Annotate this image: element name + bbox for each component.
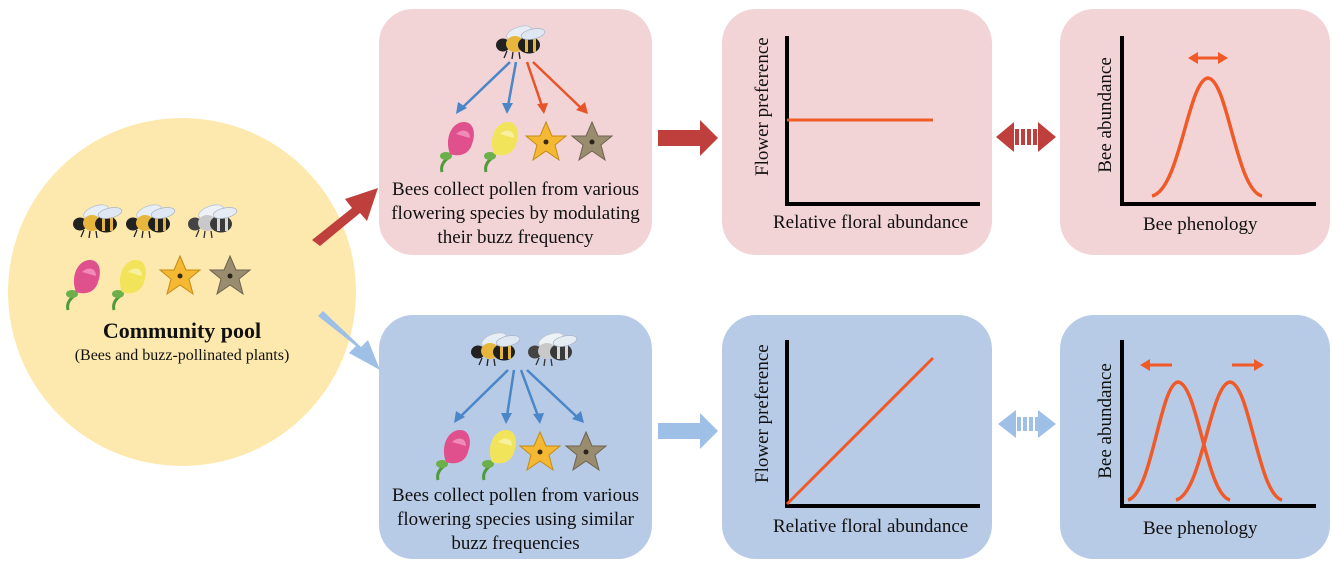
top-phenology-ylabel: Bee abundance (1095, 57, 1116, 173)
community-pool-circle (8, 118, 356, 466)
pink-flower-icon (64, 258, 102, 312)
caption-line: buzz frequencies (451, 533, 580, 554)
brown-star-flower-icon (565, 431, 607, 471)
early-phenology-curve (1127, 380, 1231, 502)
top-preference-panel (722, 9, 992, 255)
pink-flower-icon (434, 428, 472, 482)
top-shift-arrow (1188, 52, 1228, 64)
caption-line: Bees collect pollen from various (392, 179, 639, 200)
yellow-flower-icon (480, 428, 518, 482)
increasing-preference-line (785, 356, 935, 506)
bottom-bee-panel (379, 315, 652, 559)
bottom-preference-xlabel: Relative floral abundance (773, 516, 969, 537)
bottom-phenology-axes (1120, 340, 1316, 508)
pool-title: Community pool (102, 318, 262, 343)
top-phenology-panel (1060, 9, 1330, 255)
late-phenology-curve (1175, 380, 1283, 502)
bottom-double-arrow (998, 410, 1056, 438)
orange-star-flower-icon (525, 121, 567, 161)
yellow-flower-icon (482, 120, 520, 174)
top-caption: Bees collect pollen from various floweri… (379, 178, 652, 250)
arrow-to-bottom-row (318, 311, 380, 370)
top-preference-xlabel: Relative floral abundance (773, 212, 969, 233)
left-shift-arrow (1140, 359, 1172, 371)
orange-star-flower-icon (159, 255, 201, 295)
bottom-connector-arrow (658, 413, 718, 449)
caption-line: their buzz frequency (437, 227, 594, 248)
bottom-caption: Bees collect pollen from various floweri… (379, 484, 652, 556)
bottom-phenology-panel (1060, 315, 1330, 559)
bumblebee-icon (72, 201, 124, 239)
yellow-flower-icon (110, 258, 148, 312)
bumblebee-icon (527, 329, 579, 367)
top-double-arrow (996, 122, 1056, 152)
pool-subtitle: (Bees and buzz-pollinated plants) (74, 347, 290, 364)
top-phenology-xlabel: Bee phenology (1143, 214, 1258, 235)
bottom-phenology-ylabel: Bee abundance (1095, 363, 1116, 479)
top-phenology-axes (1120, 36, 1316, 206)
caption-line: flowering species by modulating (391, 203, 640, 224)
orange-star-flower-icon (519, 431, 561, 471)
bumblebee-icon (495, 22, 547, 60)
top-preference-ylabel: Flower preference (752, 37, 773, 176)
brown-star-flower-icon (209, 255, 251, 295)
caption-line: flowering species using similar (397, 509, 634, 530)
top-connector-arrow (658, 120, 718, 156)
top-preference-axes (785, 36, 980, 206)
bumblebee-icon (470, 329, 522, 367)
bottom-preference-ylabel: Flower preference (752, 344, 773, 483)
brown-star-flower-icon (571, 121, 613, 161)
bottom-preference-panel (722, 315, 992, 559)
single-phenology-curve (1151, 76, 1263, 198)
bottom-phenology-xlabel: Bee phenology (1143, 518, 1258, 539)
caption-line: Bees collect pollen from various (392, 485, 639, 506)
arrow-to-top-row (312, 188, 378, 246)
bumblebee-icon (125, 201, 177, 239)
right-shift-arrow (1232, 359, 1264, 371)
bottom-preference-axes (785, 340, 980, 508)
bumblebee-icon (187, 201, 239, 239)
pink-flower-icon (438, 120, 476, 174)
